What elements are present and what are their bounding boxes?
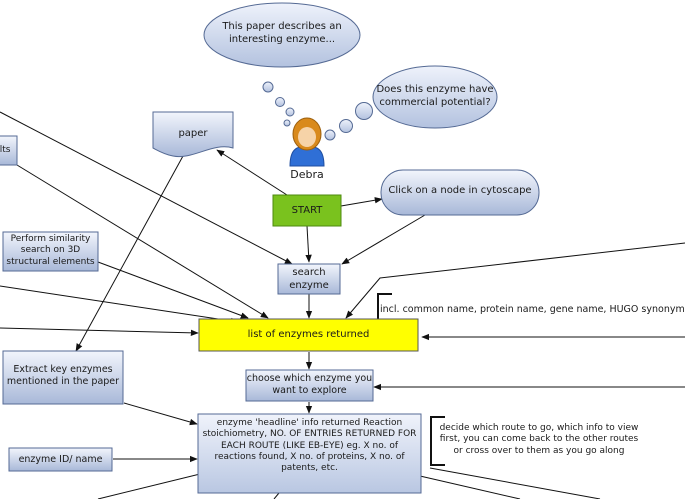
thought-1-text: This paper describes an interesting enzy…	[222, 21, 342, 45]
search-label: search enzyme	[289, 267, 329, 291]
connector-out-mid	[273, 492, 280, 499]
headline-box[interactable]	[197, 413, 422, 494]
route-note: decide which route to go, which info to …	[439, 423, 639, 456]
bubble-dot	[285, 107, 295, 117]
bubble-dot	[283, 119, 291, 127]
headline-label: enzyme 'headline' info returned Reaction…	[202, 418, 417, 473]
person-name: Debra	[290, 168, 324, 181]
cytoscape-label: Click on a node in cytoscape	[388, 185, 532, 196]
similarity-label: Perform similarity search on 3D structur…	[6, 234, 95, 267]
search-box[interactable]	[277, 263, 341, 295]
person-icon	[289, 117, 325, 167]
connector-start-cytoscape	[340, 197, 383, 207]
thought-bubbles	[203, 2, 498, 141]
connector-left-search	[0, 111, 293, 265]
connector-out-far-right	[429, 467, 601, 499]
choose-label: choose which enzyme you want to explore	[246, 373, 373, 396]
start-label: START	[291, 205, 323, 216]
results-box[interactable]	[0, 135, 18, 166]
bubble-dot	[275, 97, 285, 107]
connector-left-list-1	[0, 285, 239, 325]
enzyme-id-label: enzyme ID/ name	[18, 454, 103, 465]
connector-similarity-list	[97, 261, 249, 319]
connector-out-right	[419, 475, 521, 499]
bracket-route	[430, 416, 445, 466]
bubble-dot	[355, 102, 373, 120]
connector-right-list-1	[345, 242, 685, 319]
list-label: list of enzymes returned	[247, 329, 370, 340]
paper-shape[interactable]	[152, 111, 234, 158]
bubble-dot	[324, 129, 336, 141]
results-label: ults	[0, 145, 11, 155]
thought-2-text: Does this enzyme have commercial potenti…	[376, 84, 494, 108]
thought-bubble-2	[372, 65, 498, 129]
bubble-dot	[339, 119, 353, 133]
start-box[interactable]	[272, 194, 342, 227]
connector-cytoscape-search	[341, 214, 426, 265]
synonyms-note: incl. common name, protein name, gene na…	[380, 304, 685, 315]
connector-out-left	[97, 473, 201, 499]
paper-label: paper	[178, 128, 208, 139]
connector-left-list-2	[0, 327, 199, 337]
connector-start-search	[305, 225, 312, 263]
enzyme-id-box[interactable]	[8, 447, 113, 472]
extract-box[interactable]	[2, 350, 124, 405]
thought-bubble-1	[203, 2, 361, 68]
connector-results-list	[16, 164, 269, 319]
similarity-box[interactable]	[2, 231, 99, 272]
bubble-dot	[262, 81, 274, 93]
connector-paper-extract	[75, 155, 184, 352]
connector-extract-headline	[123, 402, 198, 426]
cytoscape-box[interactable]	[380, 169, 540, 216]
choose-box[interactable]	[245, 369, 374, 402]
extract-label: Extract key enzymes mentioned in the pap…	[6, 364, 120, 387]
list-box[interactable]	[198, 318, 419, 352]
connector-debra-paper	[216, 149, 288, 196]
